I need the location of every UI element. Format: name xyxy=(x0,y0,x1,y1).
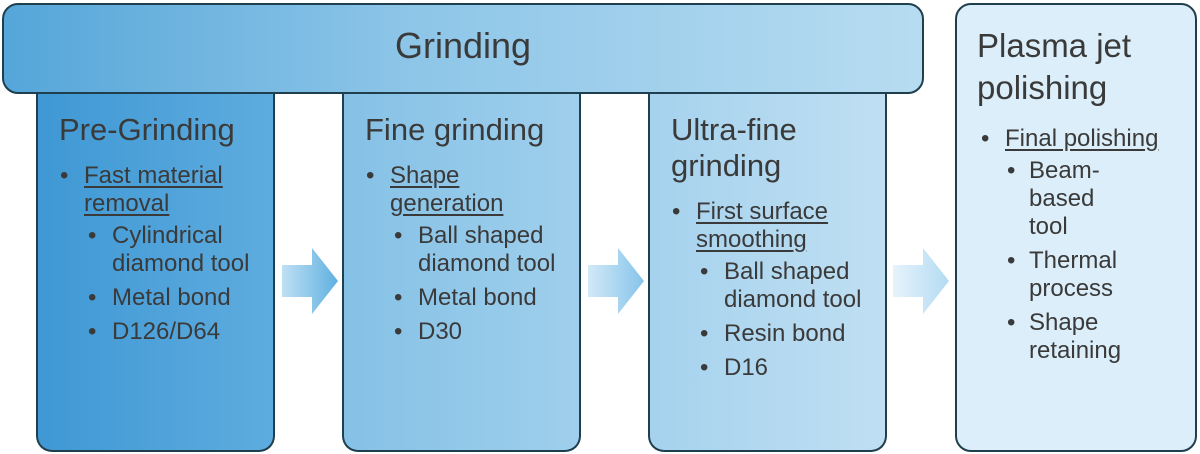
stage-title: Fine grinding xyxy=(365,112,545,147)
stage-item: Metal bond xyxy=(362,284,579,312)
stage-item: Thermal process xyxy=(977,247,1139,303)
arrow-right-icon xyxy=(282,248,338,314)
stage-plasma-jet-polishing: Plasma jet polishing Final polishing Bea… xyxy=(955,3,1197,452)
grinding-banner: Grinding xyxy=(2,3,924,94)
stage-item: Metal bond xyxy=(56,284,273,312)
stage-item: Resin bond xyxy=(668,320,885,348)
stage-fine-grinding: Fine grinding Shape generation Ball shap… xyxy=(342,90,581,452)
arrow-right-icon xyxy=(588,248,644,314)
stage-pre-grinding: Pre-Grinding Fast material removal Cylin… xyxy=(36,90,275,452)
stage-ultra-fine-grinding: Ultra-fine grinding First surface smooth… xyxy=(648,90,887,452)
banner-title: Grinding xyxy=(394,24,532,66)
arrow-right-icon xyxy=(893,248,949,314)
stage-heading: Final polishing xyxy=(977,125,1195,153)
stage-item: D126/D64 xyxy=(56,318,273,346)
stage-item: Ball shaped diamond tool xyxy=(362,222,563,278)
stage-title: Plasma jet polishing xyxy=(977,27,1132,106)
stage-title: Pre-Grinding xyxy=(59,112,235,147)
stage-heading: First surface smoothing xyxy=(668,198,871,254)
stage-item: Shape retaining xyxy=(977,309,1139,365)
stage-heading: Fast material removal xyxy=(56,162,269,218)
stage-item: D16 xyxy=(668,354,885,382)
stage-item: Cylindrical diamond tool xyxy=(56,222,262,278)
stage-item: Ball shaped diamond tool xyxy=(668,258,869,314)
stage-title: Ultra-fine grinding xyxy=(671,112,797,183)
stage-item: Beam-based tool xyxy=(977,157,1139,241)
stage-heading: Shape generation xyxy=(362,162,540,218)
stage-item: D30 xyxy=(362,318,579,346)
